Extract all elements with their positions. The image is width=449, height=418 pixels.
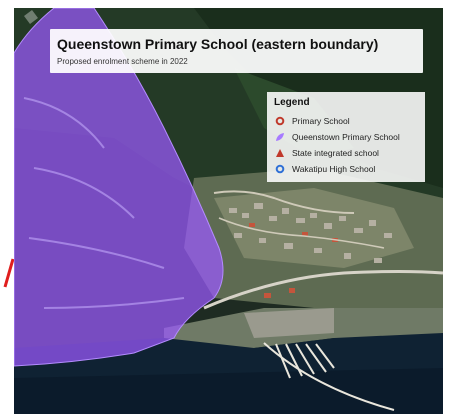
marina-jetties <box>263 342 395 411</box>
buildings <box>229 203 392 263</box>
legend-label: Queenstown Primary School <box>292 132 400 142</box>
legend-title: Legend <box>274 97 310 108</box>
legend-label: State integrated school <box>292 148 379 158</box>
legend-label: Primary School <box>292 116 350 126</box>
map-canvas <box>14 8 443 414</box>
legend-box: Legend Primary School Queenstown Primary… <box>267 92 425 182</box>
town-marker-icon <box>24 10 38 24</box>
pointer-arrow-icon <box>3 258 14 288</box>
zone-swatch-icon <box>274 131 286 143</box>
legend-item-state-integrated-school: State integrated school <box>274 146 379 160</box>
triangle-icon <box>274 147 286 159</box>
map-title-box: Queenstown Primary School (eastern bound… <box>50 29 423 73</box>
map-title: Queenstown Primary School (eastern bound… <box>57 36 379 52</box>
circle-outline-icon <box>274 115 286 127</box>
legend-item-primary-school: Primary School <box>274 114 350 128</box>
legend-item-wakatipu-high-school: Wakatipu High School <box>274 162 375 176</box>
map-subtitle: Proposed enrolment scheme in 2022 <box>57 57 188 66</box>
legend-item-queenstown-primary-school: Queenstown Primary School <box>274 130 400 144</box>
circle-outline-icon <box>274 163 286 175</box>
zone-roads <box>23 97 185 309</box>
satellite-map[interactable] <box>14 8 443 414</box>
queenstown-primary-zone[interactable] <box>14 8 224 367</box>
legend-label: Wakatipu High School <box>292 164 376 174</box>
